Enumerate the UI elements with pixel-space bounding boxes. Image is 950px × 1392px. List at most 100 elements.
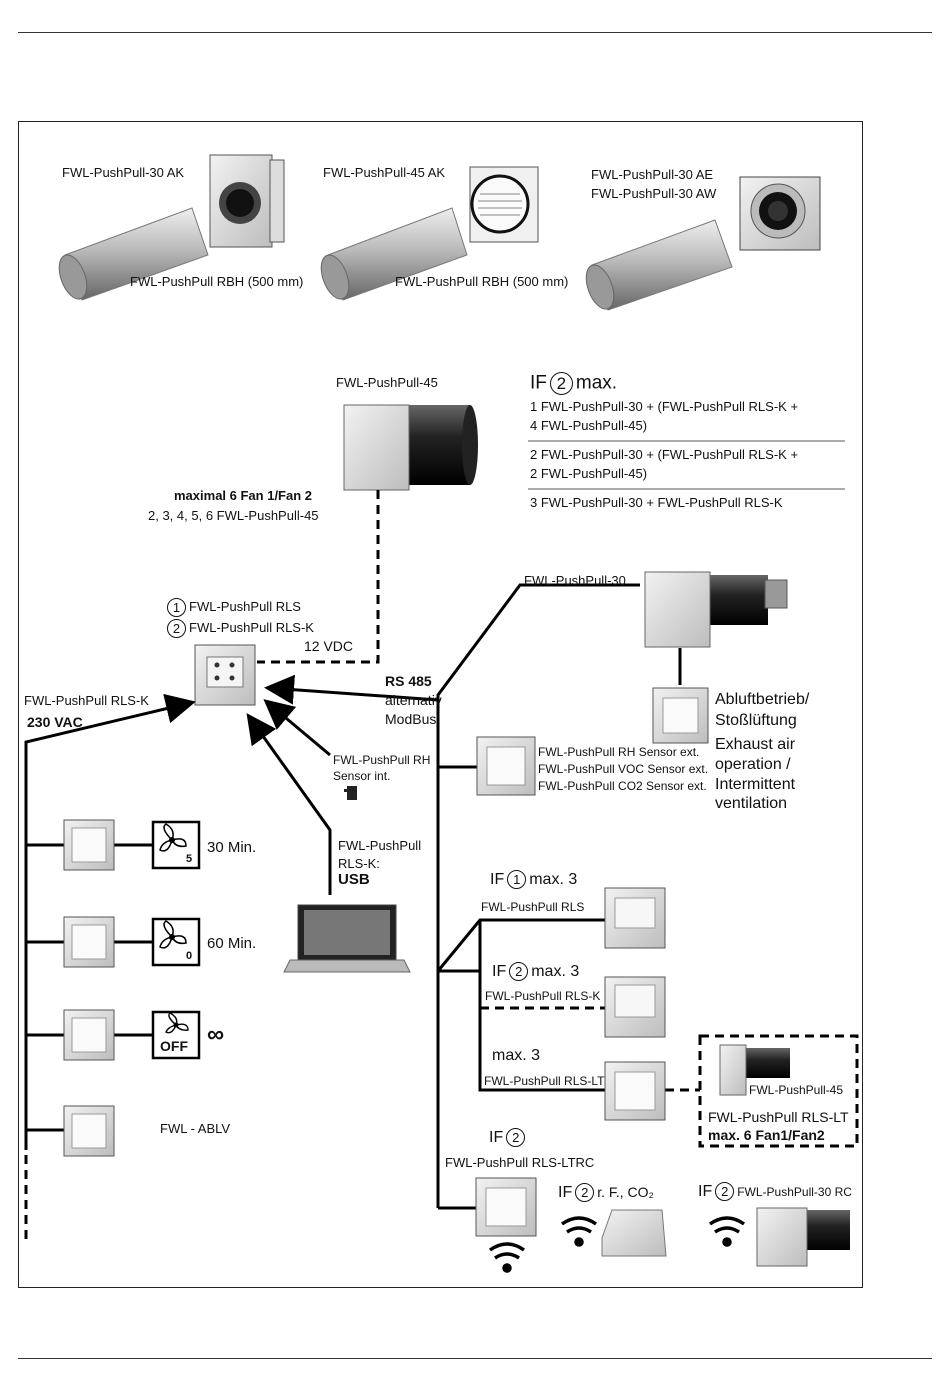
if-row-2-line-1: 2 FWL-PushPull-30 + (FWL-PushPull RLS-K …: [530, 447, 799, 462]
alternativ-label: alternativ: [385, 692, 442, 708]
sensor-ext-icon: [476, 736, 536, 796]
usb-label-1: FWL-PushPull: [338, 838, 422, 853]
if-row-1-line-2: 4 FWL-PushPull-45): [530, 418, 648, 433]
fan-badge-0-icon: [151, 917, 201, 967]
infinity-label: ∞: [207, 1021, 225, 1048]
branch-rlslt-label: FWL-PushPull RLS-LT: [484, 1074, 605, 1088]
switch-30min-icon: [63, 819, 115, 871]
fan-badge-off-icon: [151, 1010, 201, 1060]
branch-rls-icon: [604, 887, 666, 949]
ae30-label: FWL-PushPull-30 AE: [591, 167, 714, 182]
if-table-prefix: IF: [530, 372, 547, 394]
vac-label: 230 VAC: [27, 714, 83, 730]
fan30-unit-icon: [644, 571, 788, 648]
usb-label-3: USB: [338, 871, 370, 888]
if-row-2-line-2: 2 FWL-PushPull-45): [530, 466, 648, 481]
box-fan45-label: FWL-PushPull-45: [749, 1083, 844, 1097]
switch-60min-icon: [63, 916, 115, 968]
switch-60min-label: 60 Min.: [207, 935, 257, 952]
rh-int-label-2: Sensor int.: [333, 769, 391, 783]
if1-circle: 1: [507, 870, 527, 890]
if2-suffix: max. 3: [531, 963, 580, 980]
if-row-1-line-1: 1 FWL-PushPull-30 + (FWL-PushPull RLS-K …: [530, 399, 799, 414]
rh-sensor-int-icon: [344, 786, 357, 800]
grille-ak30-icon: [209, 154, 285, 248]
branch-rlsk-icon: [604, 976, 666, 1038]
usb-label-2: RLS-K:: [338, 856, 380, 871]
if-row-3-line-1: 3 FWL-PushPull-30 + FWL-PushPull RLS-K: [530, 495, 783, 510]
laptop-icon: [283, 904, 411, 973]
fan30-label: FWL-PushPull-30: [524, 573, 626, 588]
footer-rule: [18, 1358, 932, 1359]
fan45-unit-icon: [343, 404, 478, 491]
fan45-max-label: maximal 6 Fan 1/Fan 2: [174, 488, 313, 503]
fan-badge-off: OFF: [160, 1038, 188, 1054]
box-rlslt-label: FWL-PushPull RLS-LT: [708, 1109, 849, 1125]
branch-rlsk-label: FWL-PushPull RLS-K: [485, 989, 601, 1003]
if2-prefix: IF: [492, 963, 507, 980]
box-fan45-icon: [719, 1044, 790, 1096]
rf-sensor-icon: [601, 1209, 667, 1257]
grille-ae-aw-icon: [739, 176, 821, 251]
wifi-icon-1: [488, 1242, 526, 1273]
switch-en-line-3: Intermittent: [715, 776, 796, 793]
aw30-label: FWL-PushPull-30 AW: [591, 186, 717, 201]
sensor-co2-label: FWL-PushPull CO2 Sensor ext.: [538, 779, 707, 793]
wifi-icon-2: [560, 1216, 598, 1247]
lt-max-label: max. 3: [492, 1047, 541, 1064]
sensor-rh-label: FWL-PushPull RH Sensor ext.: [538, 745, 700, 759]
fan-badge-5: 5: [186, 853, 193, 865]
controller-circle-1: 1: [167, 598, 186, 617]
pipe-rbh-1: [58, 207, 209, 301]
switch-off-icon: [63, 1009, 115, 1061]
if-table-suffix: max.: [575, 372, 618, 394]
box-max-label: max. 6 Fan1/Fan2: [708, 1127, 825, 1143]
switch-de-line-2: Stoßlüftung: [715, 712, 797, 729]
rf-suffix: r. F., CO₂: [597, 1184, 654, 1200]
switch-ablv-icon: [63, 1105, 115, 1157]
controller-rls-text: FWL-PushPull RLS: [189, 598, 301, 614]
ltrc-label: FWL-PushPull RLS-LTRC: [445, 1155, 595, 1170]
ak30-label: FWL-PushPull-30 AK: [62, 165, 185, 180]
rc-if-circle: 2: [715, 1182, 735, 1202]
header-rule: [18, 32, 932, 33]
fan-badge-5-icon: [151, 820, 201, 870]
ltrc-if-prefix: IF: [489, 1129, 504, 1146]
switch-en-line-4: ventilation: [715, 795, 788, 812]
fan45-options: 2, 3, 4, 5, 6 FWL-PushPull-45: [148, 508, 319, 523]
branch-rls-label: FWL-PushPull RLS: [481, 900, 585, 914]
fan45-label: FWL-PushPull-45: [336, 375, 438, 390]
controller-circle-2: 2: [167, 619, 186, 638]
controller-rlsk-text: FWL-PushPull RLS-K: [189, 619, 314, 635]
wifi-icon-3: [708, 1216, 746, 1247]
if2-circle: 2: [509, 962, 529, 982]
rbh-label-1: FWL-PushPull RBH (500 mm): [130, 274, 304, 289]
rf-if-circle: 2: [575, 1183, 595, 1203]
ablv-label: FWL - ABLV: [160, 1121, 231, 1136]
ltrc-device-icon: [475, 1177, 537, 1237]
pipe-rbh-3: [585, 219, 733, 311]
exhaust-switch-icon: [652, 687, 709, 744]
switch-de-line-1: Abluftbetrieb/: [715, 691, 810, 708]
rc-if-prefix: IF: [698, 1183, 713, 1200]
controller-rls-icon: [194, 644, 256, 706]
rc-label: FWL-PushPull-30 RC: [737, 1185, 852, 1199]
grille-ak45-icon: [469, 166, 539, 243]
left-rlsk-label: FWL-PushPull RLS-K: [24, 693, 149, 708]
branch-rlslt-icon: [604, 1061, 666, 1121]
sensor-voc-label: FWL-PushPull VOC Sensor ext.: [538, 762, 709, 776]
fan30-rc-icon: [756, 1207, 850, 1267]
ltrc-if-circle: 2: [506, 1128, 526, 1148]
rs485-label: RS 485: [385, 673, 432, 689]
diagram-frame: [18, 121, 863, 1288]
if1-prefix: IF: [490, 871, 505, 888]
vdc-label: 12 VDC: [304, 638, 354, 654]
